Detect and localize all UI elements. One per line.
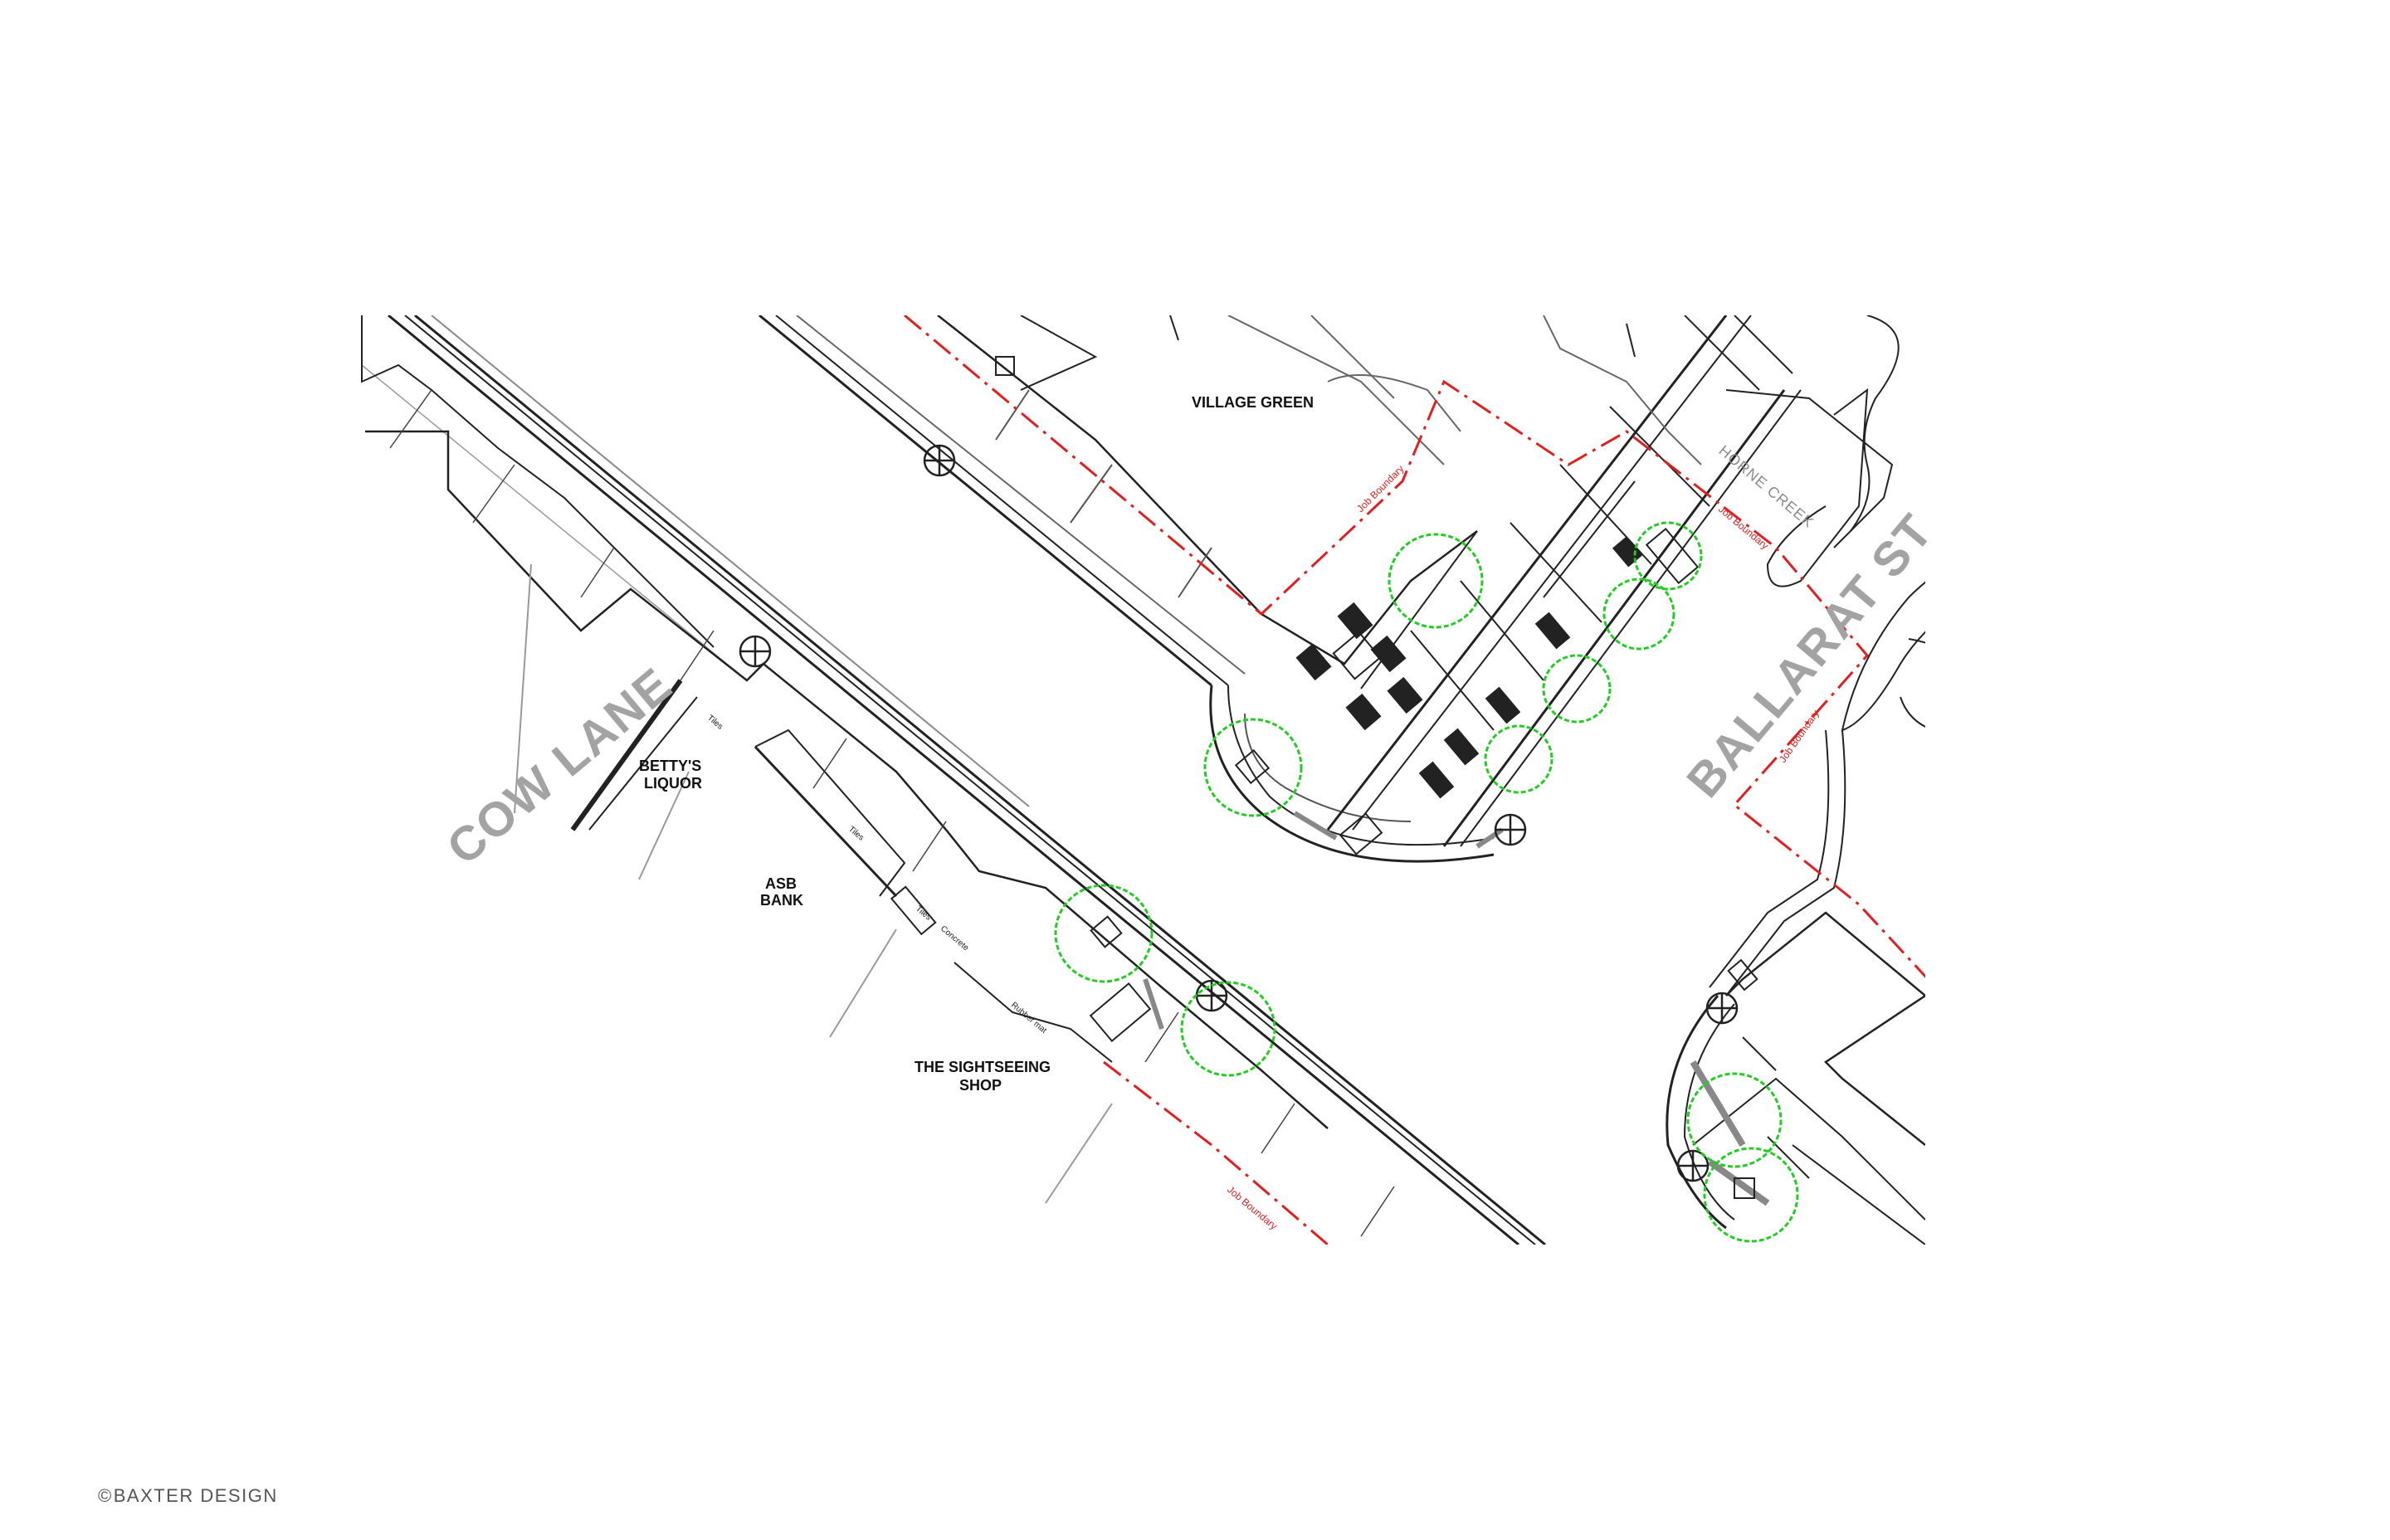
- place-label-bettys: BETTY'S: [639, 758, 701, 774]
- cross-street: [1326, 315, 1802, 847]
- plaza-features: [1089, 527, 1755, 1199]
- trees: [1054, 521, 1799, 1243]
- place-label-liquor: LIQUOR: [644, 775, 702, 792]
- tiles-label-2: Tiles: [846, 825, 866, 843]
- place-label-village-green: VILLAGE GREEN: [1192, 394, 1314, 411]
- upper-road: [758, 315, 1478, 687]
- copyright-text: BAXTER DESIGN: [113, 1485, 278, 1506]
- copyright-symbol: ©: [98, 1485, 113, 1506]
- creek-area: [1227, 315, 1925, 997]
- job-boundary-label-2: Job Boundary: [1716, 504, 1771, 552]
- job-boundary: [904, 315, 1925, 1245]
- light-poles: [739, 444, 1739, 1182]
- plaza-benches: [1295, 536, 1643, 799]
- place-label-sightseeing: THE SIGHTSEEING: [915, 1059, 1051, 1075]
- rubber-mat-label: Rubber mat: [1009, 1001, 1048, 1036]
- paving-strips: [1143, 811, 1504, 1030]
- plan-linework: [361, 315, 1925, 1245]
- place-label-shop: SHOP: [959, 1077, 1002, 1094]
- footpath-paving: [389, 389, 1395, 1237]
- tiles-label-1: Tiles: [705, 714, 724, 732]
- job-boundary-label-1: Job Boundary: [1354, 463, 1406, 514]
- tiles-label-3: Tiles: [914, 904, 933, 923]
- job-boundary-label-4: Job Boundary: [1225, 1184, 1280, 1232]
- lower-right-block: [1666, 911, 1925, 1245]
- concrete-label: Concrete: [939, 924, 970, 953]
- street-label-ballarat-st: BALLARAT ST: [1676, 504, 1944, 807]
- copyright-notice: ©BAXTER DESIGN: [98, 1485, 278, 1507]
- shop-frontages: [361, 315, 1329, 1204]
- main-road: [361, 315, 1546, 1245]
- place-label-asb: ASB: [765, 875, 797, 892]
- place-label-bank: BANK: [760, 892, 803, 909]
